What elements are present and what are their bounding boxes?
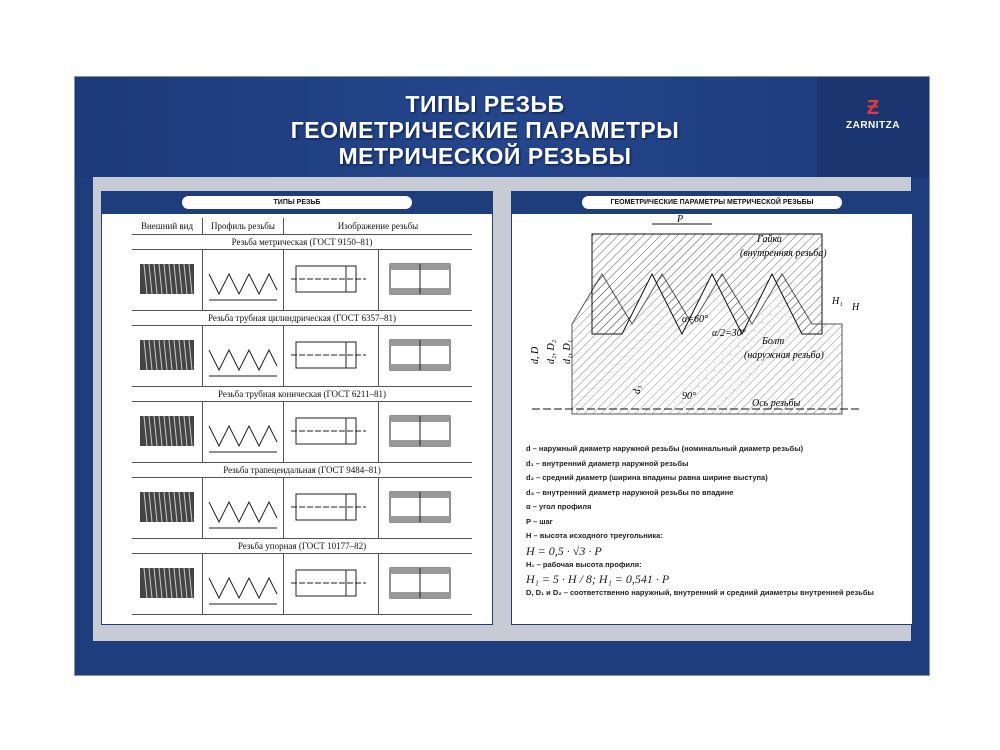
right-angle-label: 90° — [682, 391, 696, 402]
legend-item: d₁ – внутренний диаметр наружной резьбы — [526, 458, 689, 468]
thread-types-table: Внешний вид Профиль резьбы Изображение р… — [132, 218, 472, 615]
d2-label: d₂, D₂ — [546, 339, 557, 364]
section-title: Резьба упорная (ГОСТ 10177–82) — [132, 538, 472, 554]
brand-logo: Ƶ ZARNITZA — [817, 77, 929, 177]
thread-image-internal — [377, 477, 472, 539]
panel-title: ТИПЫ РЕЗЬБ — [182, 196, 412, 209]
nut-label: Гайка — [756, 234, 782, 245]
appearance-image — [132, 401, 203, 463]
title-line: ТИПЫ РЕЗЬБ — [405, 91, 565, 117]
appearance-image — [132, 477, 203, 539]
legend-item: d₃ – внутренний диаметр наружной резьбы … — [526, 487, 734, 497]
thread-image-external — [283, 325, 378, 387]
column-header: Внешний вид — [132, 218, 203, 235]
title-line: МЕТРИЧЕСКОЙ РЕЗЬБЫ — [338, 143, 632, 169]
h-label: H — [851, 302, 860, 313]
appearance-image — [132, 325, 203, 387]
thread-image-internal — [377, 401, 472, 463]
half-angle-label: α/2=30° — [712, 328, 746, 339]
appearance-image — [132, 249, 203, 311]
d-label: d, D — [530, 346, 541, 364]
alpha-label: α=60° — [682, 314, 708, 325]
thread-image-internal — [377, 553, 472, 615]
column-header: Изображение резьбы — [283, 218, 472, 235]
thread-image-external — [283, 477, 378, 539]
legend-item: H – высота исходного треугольника: — [526, 531, 663, 540]
thread-image-internal — [377, 249, 472, 311]
thread-types-panel: ТИПЫ РЕЗЬБ Внешний вид Профиль резьбы Из… — [101, 191, 493, 625]
profile-drawing — [202, 325, 284, 387]
legend-item: α – угол профиля — [526, 502, 592, 511]
title-line: ГЕОМЕТРИЧЕСКИЕ ПАРАМЕТРЫ — [290, 117, 680, 143]
side-band-right — [911, 177, 929, 641]
legend-item: H₁ – рабочая высота профиля: — [526, 559, 642, 569]
metric-params-panel: ГЕОМЕТРИЧЕСКИЕ ПАРАМЕТРЫ МЕТРИЧЕСКОЙ РЕЗ… — [511, 191, 913, 625]
footer-band — [75, 641, 929, 675]
legend-item: d – наружный диаметр наружной резьбы (но… — [526, 444, 804, 453]
logo-icon: Ƶ — [866, 97, 880, 119]
thread-image-external — [283, 401, 378, 463]
nut-sub-label: (внутренняя резьба) — [740, 248, 827, 259]
header-banner: ТИПЫ РЕЗЬБ ГЕОМЕТРИЧЕСКИЕ ПАРАМЕТРЫ МЕТР… — [75, 77, 929, 177]
profile-drawing — [202, 249, 284, 311]
logo-text: ZARNITZA — [846, 120, 900, 131]
d3-label: d₃ — [632, 385, 643, 394]
bolt-sub-label: (наружная резьба) — [744, 350, 825, 361]
appearance-image — [132, 553, 203, 615]
formula: H₁ = 5 · H / 8; H₁ = 0,541 · P — [526, 572, 670, 586]
poster-title: ТИПЫ РЕЗЬБ ГЕОМЕТРИЧЕСКИЕ ПАРАМЕТРЫ МЕТР… — [205, 91, 765, 169]
section-title: Резьба трапецеидальная (ГОСТ 9484–81) — [132, 462, 472, 478]
parameter-legend: d – наружный диаметр наружной резьбы (но… — [526, 442, 874, 601]
thread-profile-diagram: P Гайка (внутренняя резьба) Болт (наружн… — [530, 214, 862, 415]
formula: H = 0,5 · √3 · P — [526, 543, 602, 558]
d1-label: d₁, D₁ — [562, 340, 573, 364]
legend-item: P – шаг — [526, 516, 553, 526]
profile-drawing — [202, 477, 284, 539]
thread-image-external — [283, 553, 378, 615]
section-title: Резьба трубная коническая (ГОСТ 6211–81) — [132, 386, 472, 402]
profile-drawing — [202, 401, 284, 463]
section-title: Резьба метрическая (ГОСТ 9150–81) — [132, 234, 472, 250]
axis-label: Ось резьбы — [752, 398, 800, 409]
panel-title: ГЕОМЕТРИЧЕСКИЕ ПАРАМЕТРЫ МЕТРИЧЕСКОЙ РЕЗ… — [582, 196, 842, 209]
thread-image-internal — [377, 325, 472, 387]
poster: ТИПЫ РЕЗЬБ ГЕОМЕТРИЧЕСКИЕ ПАРАМЕТРЫ МЕТР… — [74, 76, 930, 676]
h1-label: H₁ — [831, 296, 843, 307]
legend-item: D, D₁ и D₂ – соответственно наружный, вн… — [526, 588, 874, 597]
legend-item: d₂ – средний диаметр (ширина впадины рав… — [526, 473, 768, 482]
side-band-left — [75, 177, 93, 641]
section-title: Резьба трубная цилиндрическая (ГОСТ 6357… — [132, 310, 472, 326]
column-header: Профиль резьбы — [202, 218, 284, 235]
bolt-label: Болт — [761, 336, 784, 347]
thread-image-external — [283, 249, 378, 311]
pitch-label: P — [676, 214, 683, 225]
profile-drawing — [202, 553, 284, 615]
